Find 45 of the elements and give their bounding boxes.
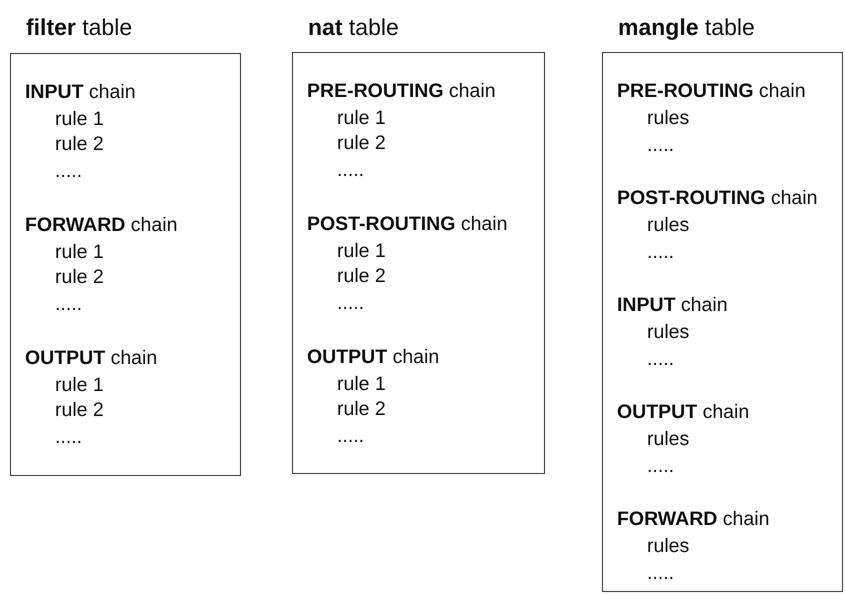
ellipsis: ..... bbox=[55, 293, 82, 315]
rule-item: rules bbox=[647, 107, 690, 129]
ellipsis: ..... bbox=[55, 160, 82, 182]
ellipsis: ..... bbox=[337, 425, 364, 447]
chain-name: PRE-ROUTING chain bbox=[617, 80, 806, 102]
rule-item: rule 2 bbox=[337, 398, 386, 420]
rule-item: rule 2 bbox=[337, 265, 386, 287]
table-box bbox=[602, 52, 843, 592]
ellipsis: ..... bbox=[647, 455, 674, 477]
rule-item: rule 2 bbox=[55, 133, 104, 155]
table-heading: nat table bbox=[308, 14, 399, 41]
rule-item: rule 1 bbox=[55, 241, 104, 263]
ellipsis: ..... bbox=[647, 562, 674, 584]
rule-item: rule 1 bbox=[55, 374, 104, 396]
table-box bbox=[10, 53, 241, 476]
rule-item: rule 1 bbox=[337, 373, 386, 395]
chain-name: FORWARD chain bbox=[25, 214, 178, 236]
rule-item: rule 1 bbox=[337, 107, 386, 129]
rule-item: rule 2 bbox=[55, 266, 104, 288]
rule-item: rules bbox=[647, 321, 690, 343]
table-box bbox=[292, 52, 545, 474]
table-heading: mangle table bbox=[618, 14, 755, 41]
ellipsis: ..... bbox=[647, 348, 674, 370]
table-heading: filter table bbox=[26, 14, 132, 41]
ellipsis: ..... bbox=[337, 292, 364, 314]
chain-name: OUTPUT chain bbox=[25, 347, 158, 369]
chain-name: INPUT chain bbox=[617, 294, 728, 316]
ellipsis: ..... bbox=[647, 134, 674, 156]
chain-name: FORWARD chain bbox=[617, 508, 770, 530]
chain-name: INPUT chain bbox=[25, 81, 136, 103]
rule-item: rule 2 bbox=[55, 399, 104, 421]
rule-item: rule 2 bbox=[337, 132, 386, 154]
chain-name: OUTPUT chain bbox=[617, 401, 750, 423]
rule-item: rule 1 bbox=[55, 108, 104, 130]
rule-item: rule 1 bbox=[337, 240, 386, 262]
ellipsis: ..... bbox=[647, 241, 674, 263]
ellipsis: ..... bbox=[55, 426, 82, 448]
chain-name: OUTPUT chain bbox=[307, 346, 440, 368]
rule-item: rules bbox=[647, 214, 690, 236]
ellipsis: ..... bbox=[337, 159, 364, 181]
rule-item: rules bbox=[647, 428, 690, 450]
chain-name: PRE-ROUTING chain bbox=[307, 80, 496, 102]
rule-item: rules bbox=[647, 535, 690, 557]
chain-name: POST-ROUTING chain bbox=[617, 187, 818, 209]
chain-name: POST-ROUTING chain bbox=[307, 213, 508, 235]
